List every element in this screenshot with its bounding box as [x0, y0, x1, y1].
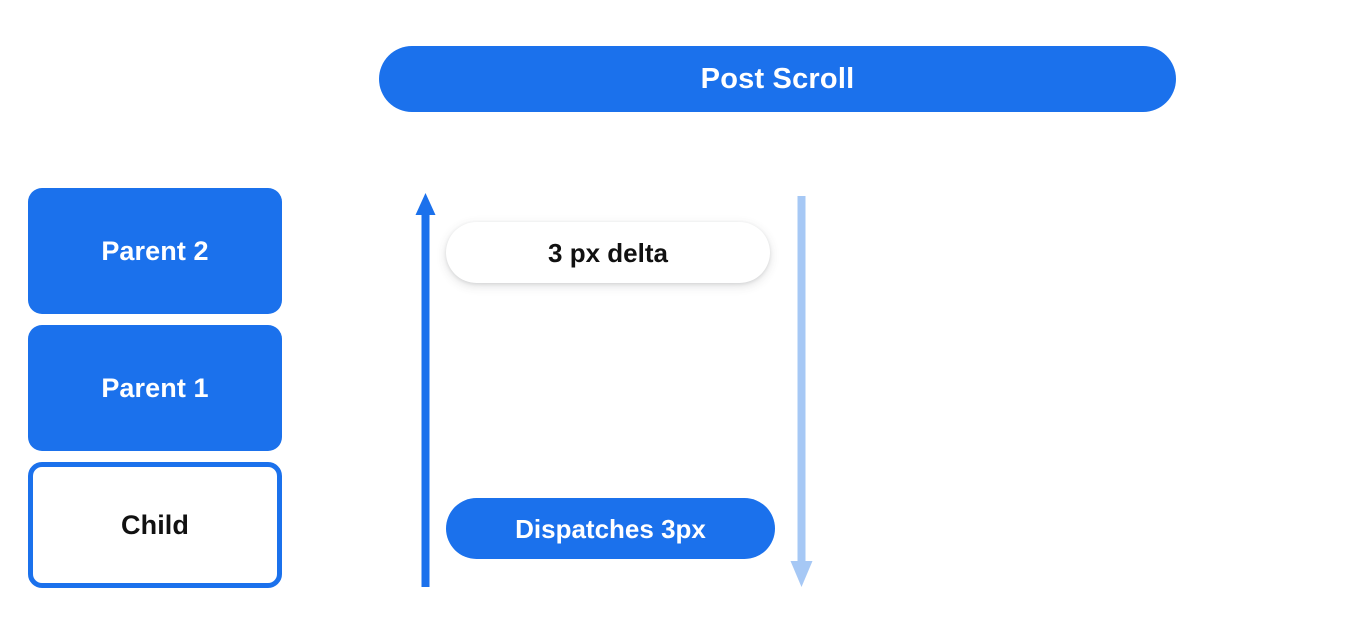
- scroll-down-arrow-icon: [790, 196, 813, 587]
- diagram-title-label: Post Scroll: [700, 62, 855, 95]
- delta-pill-label: 3 px delta: [548, 237, 668, 268]
- diagram-title-banner: Post Scroll: [379, 46, 1176, 112]
- scroll-up-arrow-icon: [415, 193, 436, 587]
- dispatch-pill: Dispatches 3px: [446, 498, 775, 559]
- stack-box-label: Child: [121, 509, 189, 540]
- stack-box-label: Parent 1: [101, 372, 209, 403]
- stack-box-parent-2: Parent 2: [28, 188, 282, 314]
- stack-box-child: Child: [28, 462, 282, 588]
- scroll-container-stack: Parent 2 Parent 1 Child: [28, 188, 282, 588]
- stack-box-parent-1: Parent 1: [28, 325, 282, 451]
- dispatch-pill-label: Dispatches 3px: [515, 513, 706, 544]
- stack-box-label: Parent 2: [101, 235, 209, 266]
- delta-pill: 3 px delta: [446, 222, 770, 283]
